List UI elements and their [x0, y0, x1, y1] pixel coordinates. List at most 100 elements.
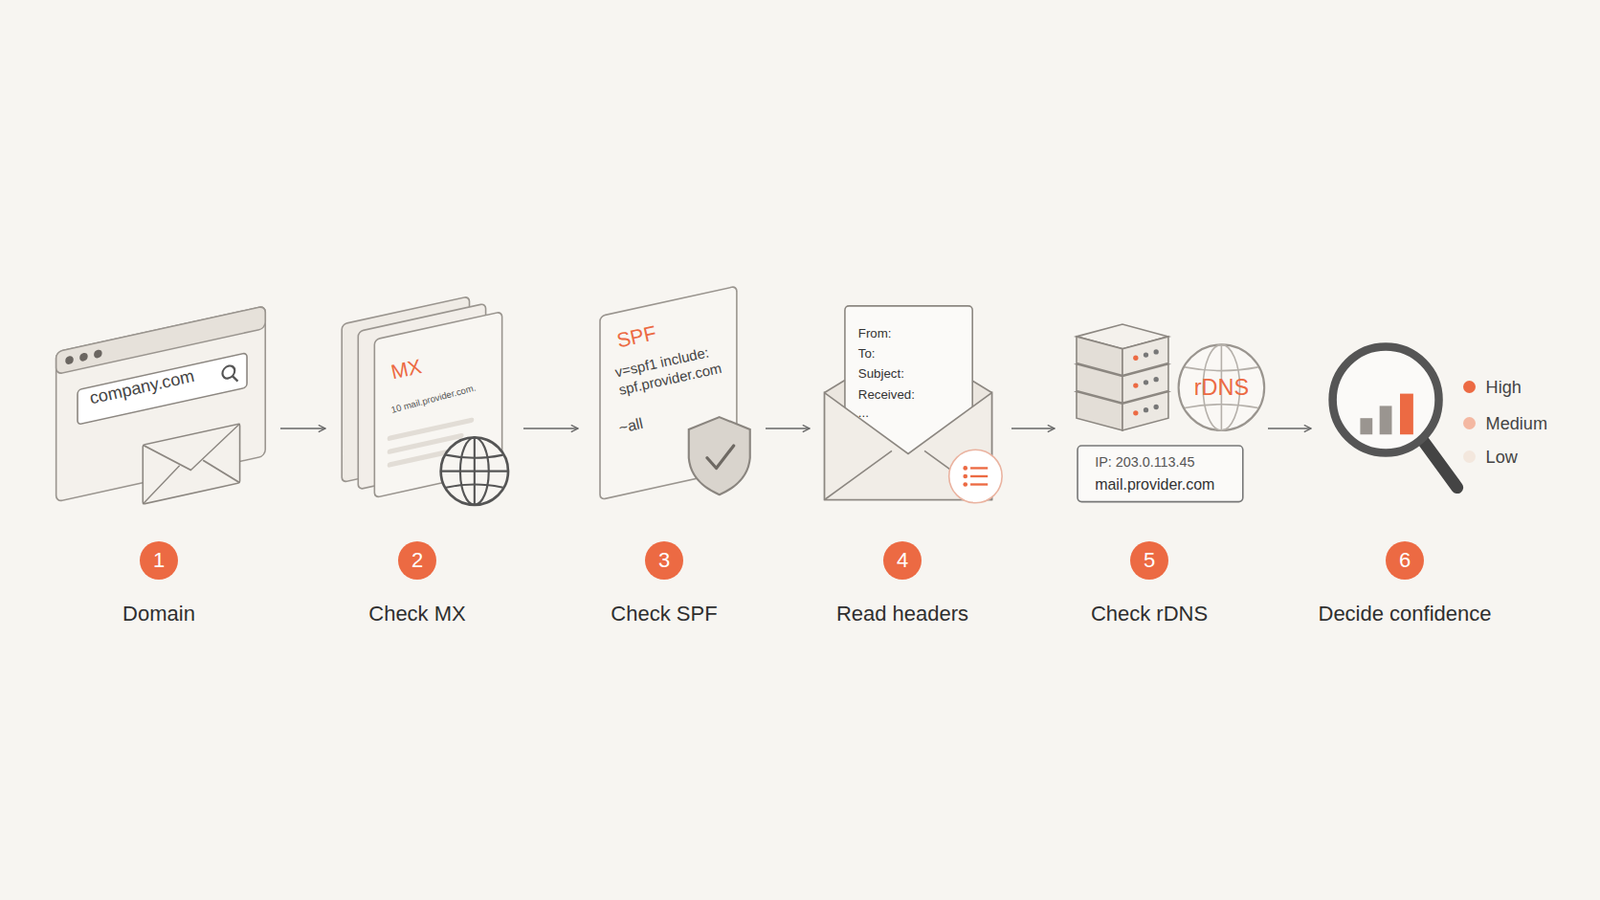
illustration-text: Received: [858, 386, 915, 403]
magnifier-chart-part [1379, 405, 1393, 435]
step-label: Read headers [836, 601, 969, 627]
step-number-circle: 1 [139, 541, 178, 580]
legend-text: Medium [1486, 413, 1548, 434]
shield-icon-part [688, 417, 751, 495]
globe-icon [441, 437, 509, 505]
flow-arrow [523, 427, 578, 430]
step-column: 2Check MX [325, 287, 524, 661]
magnifier-chart-part [1421, 439, 1457, 489]
magnifier-chart-part [1333, 347, 1440, 454]
server-stack-part-part [1122, 336, 1169, 377]
step-number-circle: 4 [883, 541, 922, 580]
step-label: Check MX [368, 601, 466, 627]
server-stack-part-part [1143, 352, 1149, 357]
browser-window-part [142, 423, 240, 505]
server-stack-part-part [1153, 377, 1158, 382]
illustration-text: From: [858, 325, 892, 342]
shield-icon [688, 417, 751, 495]
step-number-circle: 3 [644, 541, 684, 580]
server-stack-part-part [1143, 379, 1149, 385]
step-number-circle: 2 [398, 541, 437, 580]
shield-icon-part [707, 445, 734, 468]
browser-window-part [77, 353, 247, 425]
step-label: Decide confidence [1317, 601, 1491, 627]
illustration-text: rDNS [1194, 375, 1249, 403]
legend-swatch [1463, 380, 1476, 394]
flow-arrow [1011, 427, 1055, 430]
ip-box [1077, 445, 1244, 503]
rdns-globe-part [1178, 344, 1266, 431]
server-stack-part-part [1076, 336, 1123, 377]
illustration-text: ... [858, 405, 869, 423]
illustration-text: ~all [617, 414, 645, 439]
step-column: 5Check rDNS [1054, 287, 1268, 661]
illustration-text: MX [389, 354, 425, 386]
browser-window [56, 306, 267, 524]
step-number: 3 [658, 550, 670, 572]
server-stack-part [1076, 324, 1169, 376]
illustration-text: 10 mail.provider.com. [390, 381, 478, 416]
step-column: 1Domain [38, 287, 281, 661]
step-number: 6 [1399, 550, 1411, 572]
server-stack-part-part [1133, 382, 1138, 388]
browser-window-part [142, 423, 240, 482]
illustration-text: Subject: [858, 366, 905, 383]
mx-record-cards-part-part [389, 452, 446, 466]
flow-arrow [1267, 427, 1312, 430]
server-stack-part-part [1153, 349, 1158, 355]
step-column: 6Decide confidence [1311, 287, 1570, 661]
globe-icon-part [441, 470, 509, 473]
legend-swatch [1463, 450, 1476, 464]
envelope-letter-part [824, 393, 993, 501]
illustration-text: company.com [87, 365, 197, 410]
step-number: 5 [1143, 550, 1156, 572]
list-icon [949, 449, 1002, 503]
step-number: 2 [411, 550, 423, 572]
illustration-text: SPF [614, 320, 659, 355]
step-number: 4 [896, 550, 909, 572]
list-icon-part [962, 466, 968, 471]
step-column: 3Check SPF [577, 287, 766, 661]
rdns-globe-part [1184, 367, 1259, 409]
illustration-text: To: [858, 346, 876, 363]
flow-arrow [280, 427, 326, 430]
magnifier-chart [1333, 347, 1458, 489]
rdns-globe [1178, 344, 1266, 431]
step-number-circle: 5 [1130, 541, 1169, 580]
step-number-circle: 6 [1385, 541, 1424, 580]
illustration-text: mail.provider.com [1094, 475, 1215, 495]
list-icon-part [970, 466, 988, 469]
server-stack-part-part [1153, 404, 1158, 410]
server-stack-part-part [1133, 410, 1138, 416]
server-stack [1076, 324, 1169, 431]
illustration-text: IP: 203.0.113.45 [1094, 454, 1195, 472]
browser-window-part [142, 452, 240, 505]
flow-arrow [765, 427, 810, 430]
list-icon-part [970, 483, 988, 486]
step-number: 1 [153, 550, 165, 572]
browser-window-part [93, 349, 103, 359]
step-label: Check rDNS [1090, 601, 1208, 627]
legend-swatch [1463, 417, 1476, 430]
step-column: 4Read headers [809, 287, 1012, 661]
step-label: Check SPF [610, 601, 717, 627]
globe-icon-part [441, 437, 509, 505]
browser-window-part [232, 375, 238, 383]
illustrations-part [56, 286, 1458, 524]
legend-text: High [1486, 377, 1522, 399]
server-stack-part-part [1143, 407, 1149, 413]
list-icon-part [970, 475, 988, 478]
list-icon-part [962, 482, 968, 488]
step-label: Domain [122, 601, 196, 627]
globe-icon-part [445, 455, 504, 489]
legend-text: Low [1486, 446, 1518, 467]
browser-window-part [79, 352, 89, 362]
list-icon-part [949, 449, 1002, 503]
browser-window-part [65, 355, 74, 365]
list-icon-part [962, 474, 968, 480]
magnifier-chart-part [1400, 394, 1414, 436]
server-stack-part-part [1133, 355, 1138, 361]
